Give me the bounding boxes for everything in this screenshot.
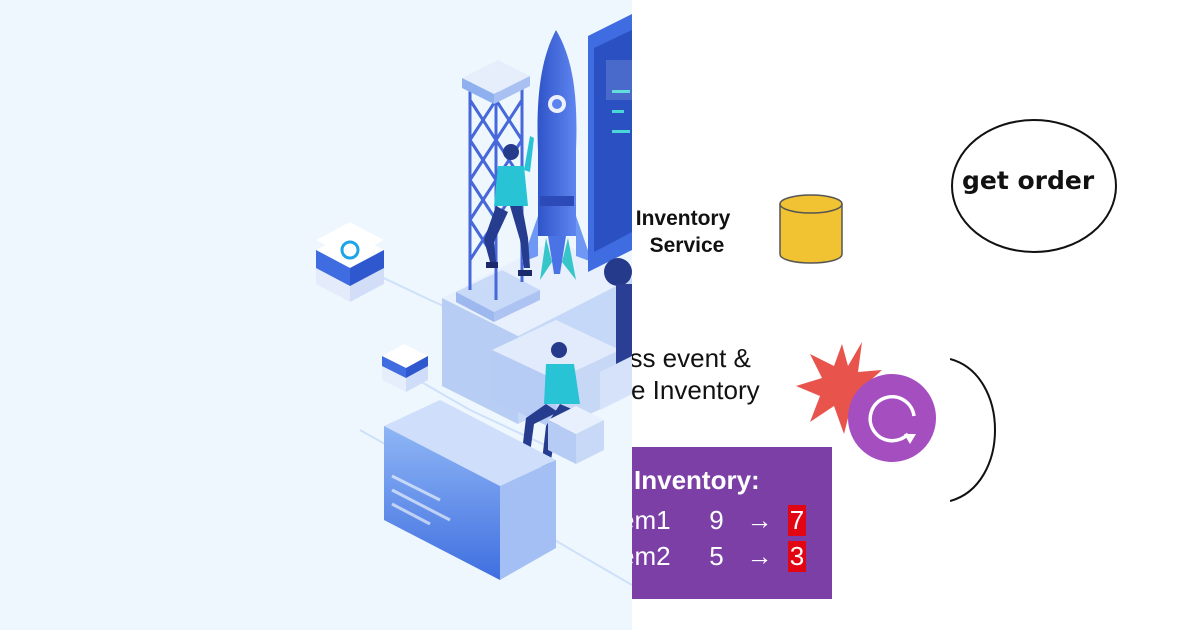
inventory-row: em2 5 → 3	[632, 541, 807, 572]
item-name: em1	[632, 505, 671, 535]
isometric-illustration	[0, 0, 632, 630]
arrow-icon: →	[746, 505, 773, 535]
arrow-icon: →	[746, 541, 773, 571]
sync-icon	[848, 374, 936, 462]
inventory-service-label: Inventory Service	[632, 205, 742, 259]
rocket-illustration	[316, 14, 632, 586]
get-order-ellipse	[951, 119, 1117, 253]
get-order-label: get order	[962, 166, 1095, 195]
item-old-qty: 5	[709, 541, 724, 571]
process-event-text: cess event & ce Inventory E	[632, 342, 760, 438]
inventory-title: Inventory:	[634, 465, 760, 495]
service-label-line1: Inventory	[635, 207, 731, 230]
event-arc	[950, 358, 996, 502]
process-line-2: ce Inventory	[632, 375, 760, 405]
process-line-1: cess event &	[632, 343, 751, 373]
burst-icon	[796, 342, 882, 434]
item-name: em2	[632, 541, 671, 571]
item-new-qty: 7	[787, 505, 807, 536]
item-new-qty: 3	[787, 541, 807, 572]
database-icon	[779, 194, 843, 264]
inventory-row: em1 9 → 7	[632, 505, 807, 536]
process-line-3: E	[632, 406, 760, 438]
service-label-line2: Service	[649, 234, 725, 257]
item-old-qty: 9	[709, 505, 724, 535]
inventory-box: Inventory: em1 9 → 7 em2 5 → 3	[632, 447, 832, 599]
event-diagram: Inventory Service get order cess event &…	[632, 0, 1200, 630]
